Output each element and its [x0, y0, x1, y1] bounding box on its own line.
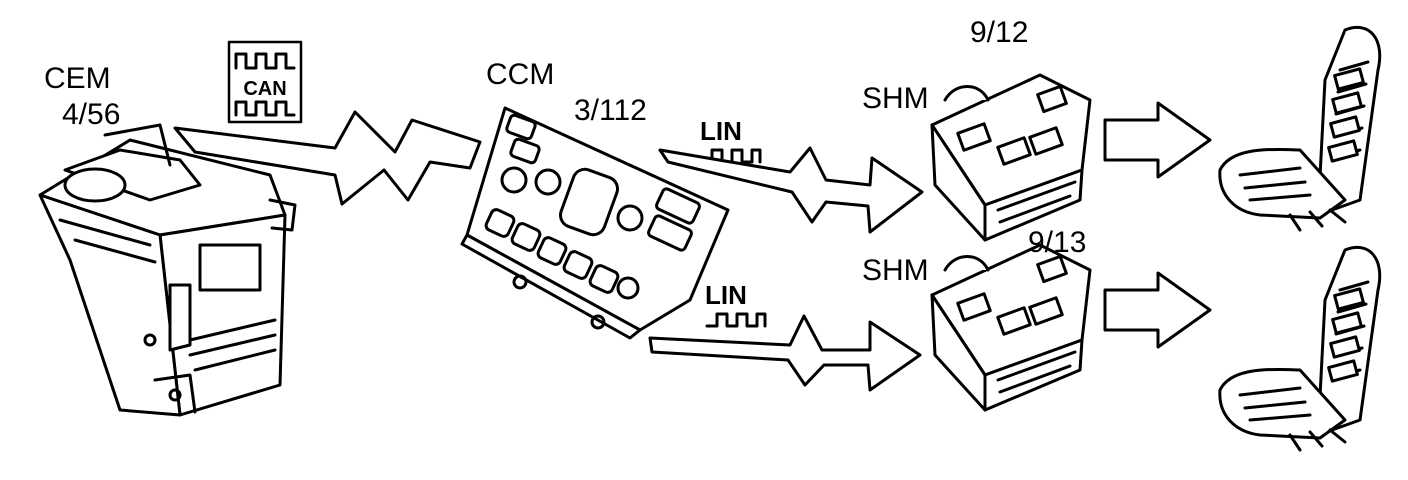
ccm-module-drawing	[460, 106, 730, 340]
can-label-text: CAN	[243, 78, 286, 100]
shm-lower-code-label: 9/13	[1028, 226, 1087, 259]
cem-code-label: 4/56	[62, 98, 121, 131]
shm-lower-name-label: SHM	[862, 254, 929, 287]
ccm-code-label: 3/112	[574, 94, 647, 127]
can-bus-label: CAN	[227, 40, 303, 124]
cem-module-drawing	[38, 123, 297, 417]
lin-lower-label: LIN	[705, 280, 767, 328]
lin-upper-double-arrow	[658, 146, 924, 234]
lin-upper-text: LIN	[700, 116, 742, 146]
output-arrow-upper	[1103, 101, 1212, 179]
cem-name-label: CEM	[44, 62, 111, 95]
lin-upper-label: LIN	[700, 116, 762, 164]
lin-lower-double-arrow	[648, 314, 922, 392]
can-bus-double-arrow	[173, 110, 482, 206]
shm-upper-name-label: SHM	[862, 82, 929, 115]
seat-upper-drawing	[1218, 25, 1382, 232]
ccm-name-label: CCM	[486, 58, 555, 91]
shm-lower-module-drawing	[930, 243, 1092, 412]
shm-upper-code-label: 9/12	[970, 16, 1029, 49]
output-arrow-lower	[1103, 271, 1212, 349]
shm-upper-module-drawing	[930, 73, 1092, 242]
lin-lower-text: LIN	[705, 280, 747, 310]
seat-lower-drawing	[1218, 245, 1382, 452]
